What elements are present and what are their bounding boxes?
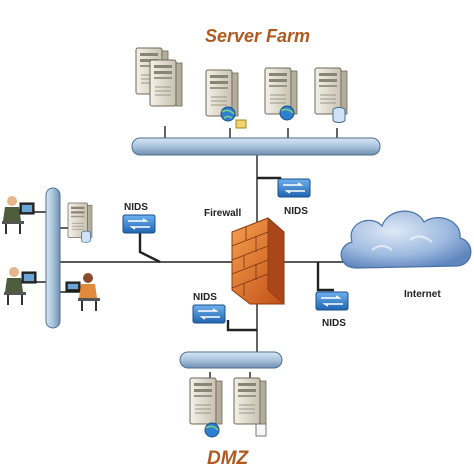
server-farm-title: Server Farm [205,26,310,46]
nids-left-label: NIDS [124,202,148,213]
nids-sensor-top [277,178,311,198]
server-farm-backbone [131,137,381,156]
web-server-icon [189,377,223,438]
firewall-label: Firewall [204,208,241,219]
internet-label: Internet [404,289,441,300]
dmz-title: DMZ [207,448,250,468]
internal-users [1,195,100,311]
dmz-servers [189,377,267,438]
web-server-icon [264,67,298,121]
user-workstation-icon [3,266,37,306]
connection-lines [30,126,370,390]
database-server-icon [314,67,348,123]
nids-sensor-icon [192,304,226,324]
nids-sensor-left [122,214,156,234]
server-icon [67,202,93,243]
nids-sensor-icon [315,291,349,311]
nids-sensor-center [192,304,226,324]
nids-sensor-right [315,291,349,311]
internet-cloud-icon [340,210,472,269]
nids-top-label: NIDS [284,206,308,217]
firewall-icon [231,217,285,305]
user-workstation-icon [1,195,35,235]
user-workstation-icon [65,273,100,311]
web-server-icon [205,69,247,129]
nids-sensor-icon [277,178,311,198]
server-icon [233,377,267,437]
nids-center-label: NIDS [193,292,217,303]
server-icon [149,59,183,107]
nids-right-label: NIDS [322,318,346,329]
dmz-backbone [179,351,283,369]
nids-sensor-icon [122,214,156,234]
server-farm-servers [135,47,348,129]
internal-lan-backbone [45,187,61,329]
